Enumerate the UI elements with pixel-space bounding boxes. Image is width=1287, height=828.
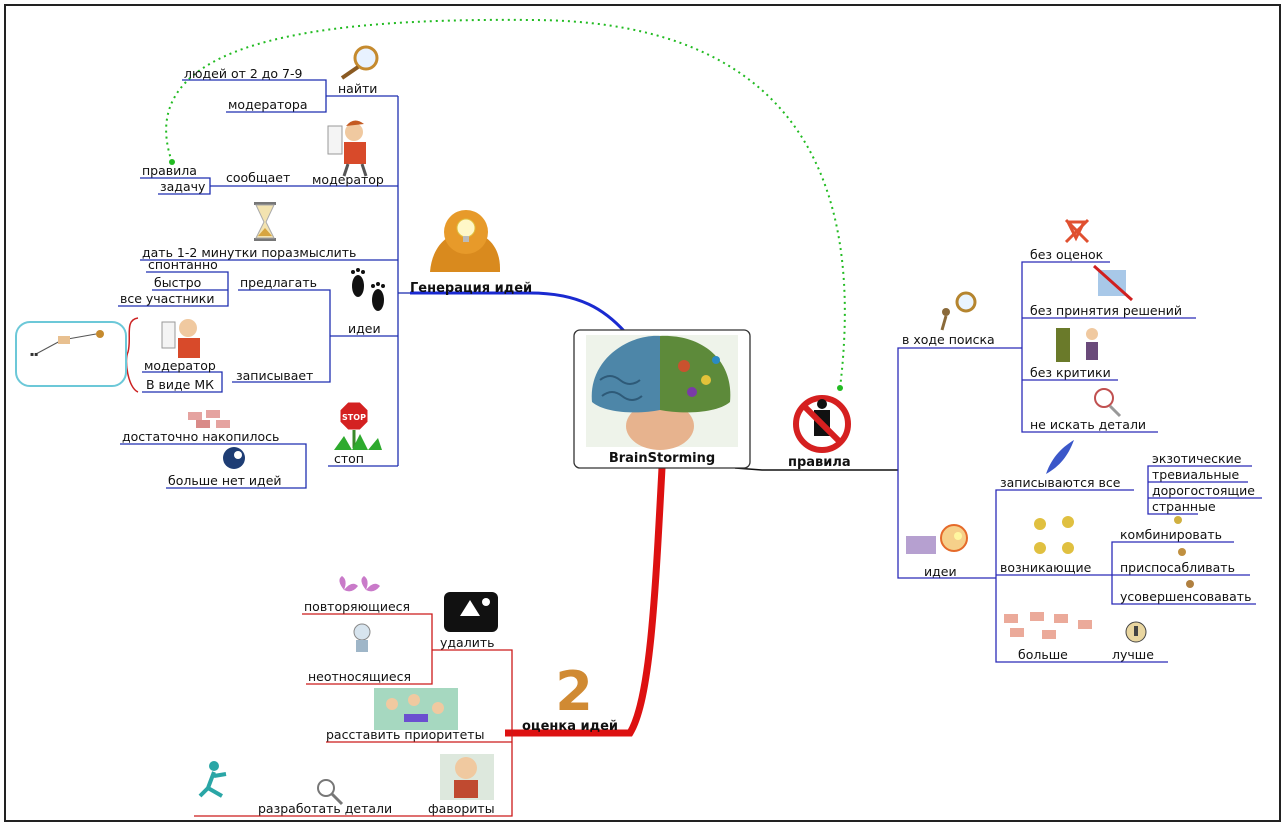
label-bolshe[interactable]: больше — [1018, 647, 1068, 662]
odd-figure-icon — [353, 623, 371, 652]
recycle-bin-icon — [444, 592, 498, 632]
small-bee-icon — [1174, 516, 1194, 588]
thumbs-up-icon — [1125, 621, 1147, 643]
label-vse-uchastniki[interactable]: все участники — [120, 291, 214, 306]
branch-generation — [118, 79, 410, 489]
label-moderatora[interactable]: модератора — [228, 97, 308, 112]
label-bez-ocenok[interactable]: без оценок — [1030, 247, 1104, 262]
brain-illustration — [586, 335, 738, 450]
cross-link-dotted — [165, 18, 846, 389]
label-usovershensovavat[interactable]: усовершенсовавать — [1120, 589, 1251, 604]
evaluation-number: 2 — [555, 660, 593, 723]
bees-icon — [1034, 516, 1074, 554]
prioritize-group-icon — [374, 688, 458, 730]
generation-title[interactable]: Генерация идей — [410, 281, 532, 296]
label-dat[interactable]: дать 1-2 минутки поразмыслить — [142, 245, 356, 260]
label-idei-right[interactable]: идеи — [924, 564, 957, 579]
label-trevialnye[interactable]: тревиальные — [1152, 467, 1239, 482]
label-dostatochno[interactable]: достаточно накопилось — [122, 429, 279, 444]
stop-sign-icon: STOP — [334, 401, 382, 450]
label-povtoryayushiesya[interactable]: повторяющиеся — [304, 599, 410, 614]
branch-connector-evaluation — [505, 467, 666, 737]
label-dorogostoyashie[interactable]: дорогостоящие — [1152, 483, 1255, 498]
branch-evaluation — [194, 613, 513, 817]
rules-title[interactable]: правила — [788, 455, 851, 470]
svg-text:▪▪: ▪▪ — [30, 351, 38, 358]
label-favority[interactable]: фавориты — [428, 801, 495, 816]
svg-text:STOP: STOP — [342, 413, 366, 422]
generation-head-lightbulb-icon — [430, 210, 500, 272]
evaluation-title[interactable]: оценка идей — [522, 719, 618, 734]
favorite-fighter-icon — [440, 754, 494, 800]
label-zapisyvayutsya[interactable]: записываются все — [1000, 475, 1121, 490]
label-idei-left[interactable]: идеи — [348, 321, 381, 336]
money-stack-icon — [1004, 612, 1092, 639]
label-voznikayushie[interactable]: возникающие — [1000, 560, 1092, 575]
cross-link-start-dot — [169, 159, 175, 165]
branch-connector-rules — [734, 467, 898, 471]
label-luchshe[interactable]: лучше — [1112, 647, 1154, 662]
label-moderator[interactable]: модератор — [312, 172, 384, 187]
magnifier-icon — [340, 45, 379, 80]
label-neotnosyashiesya[interactable]: неотносящиеся — [308, 669, 411, 684]
label-soobshaet[interactable]: сообщает — [226, 170, 290, 185]
label-razrabotat-detali[interactable]: разработать детали — [258, 801, 392, 816]
branch-connector-generation — [410, 291, 627, 334]
label-najti[interactable]: найти — [338, 81, 377, 96]
mind-map-thumbnail-icon: ▪▪ — [15, 321, 127, 387]
label-vide-mk[interactable]: В виде МК — [146, 377, 214, 392]
rules-labels: правила в ходе поиска без оценок без при… — [788, 247, 1255, 662]
crossed-out-icon — [1064, 218, 1090, 244]
label-pravila[interactable]: правила — [142, 163, 197, 178]
label-rasstavit-prioritety[interactable]: расставить приоритеты — [326, 727, 484, 742]
feather-pen-icon — [1046, 440, 1074, 474]
no-details-magnifier-icon — [1094, 388, 1122, 418]
small-magnifier-icon — [317, 779, 344, 806]
no-entry-person-icon — [793, 395, 851, 453]
label-ne-iskat-detali[interactable]: не искать детали — [1030, 417, 1146, 432]
moderator-figure-2-icon — [161, 319, 200, 358]
ideas-explosion-icon — [906, 524, 968, 554]
diagram-frame — [4, 4, 1281, 822]
label-moderator-2[interactable]: модератор — [144, 358, 216, 373]
label-people[interactable]: людей от 2 до 7-9 — [184, 66, 302, 81]
label-bolshe-net[interactable]: больше нет идей — [168, 473, 282, 488]
money-pile-icon — [188, 410, 230, 428]
head-gear-icon — [223, 447, 245, 469]
label-ekzoticheskie[interactable]: экзотические — [1152, 451, 1242, 466]
label-zadachu[interactable]: задачу — [160, 179, 206, 194]
cross-link-end-dot — [837, 385, 843, 391]
footprints-icon — [351, 268, 385, 311]
center-label: BrainStorming — [609, 451, 715, 466]
moderator-bracket — [125, 317, 139, 393]
butterflies-icon — [339, 576, 380, 592]
label-udalit[interactable]: удалить — [440, 635, 494, 650]
label-stop[interactable]: стоп — [334, 451, 364, 466]
label-spontanno[interactable]: спонтанно — [148, 257, 218, 272]
generation-labels: Генерация идей найти людей от 2 до 7-9 м… — [120, 66, 532, 488]
evaluation-labels: оценка идей 2 удалить повторяющиеся неот… — [258, 599, 618, 816]
label-bez-resheniy[interactable]: без принятия решений — [1030, 303, 1182, 318]
label-zapisyvaet[interactable]: записывает — [236, 368, 313, 383]
searching-man-icon — [940, 291, 977, 331]
moderator-figure-icon — [327, 120, 368, 177]
branch-rules — [897, 261, 1262, 663]
hourglass-icon — [254, 202, 276, 241]
label-v-hode-poiska[interactable]: в ходе поиска — [902, 332, 995, 347]
runner-icon — [198, 761, 227, 798]
critic-figure-icon — [1056, 328, 1098, 362]
no-decisions-icon — [1092, 264, 1134, 302]
center-node[interactable]: BrainStorming — [573, 329, 751, 469]
label-bystro[interactable]: быстро — [154, 275, 201, 290]
label-bez-kritiki[interactable]: без критики — [1030, 365, 1111, 380]
label-predlagat[interactable]: предлагать — [240, 275, 317, 290]
label-strannye[interactable]: странные — [1152, 499, 1216, 514]
label-prisposablivat[interactable]: приспосабливать — [1120, 560, 1235, 575]
label-kombinirovat[interactable]: комбинировать — [1120, 527, 1222, 542]
